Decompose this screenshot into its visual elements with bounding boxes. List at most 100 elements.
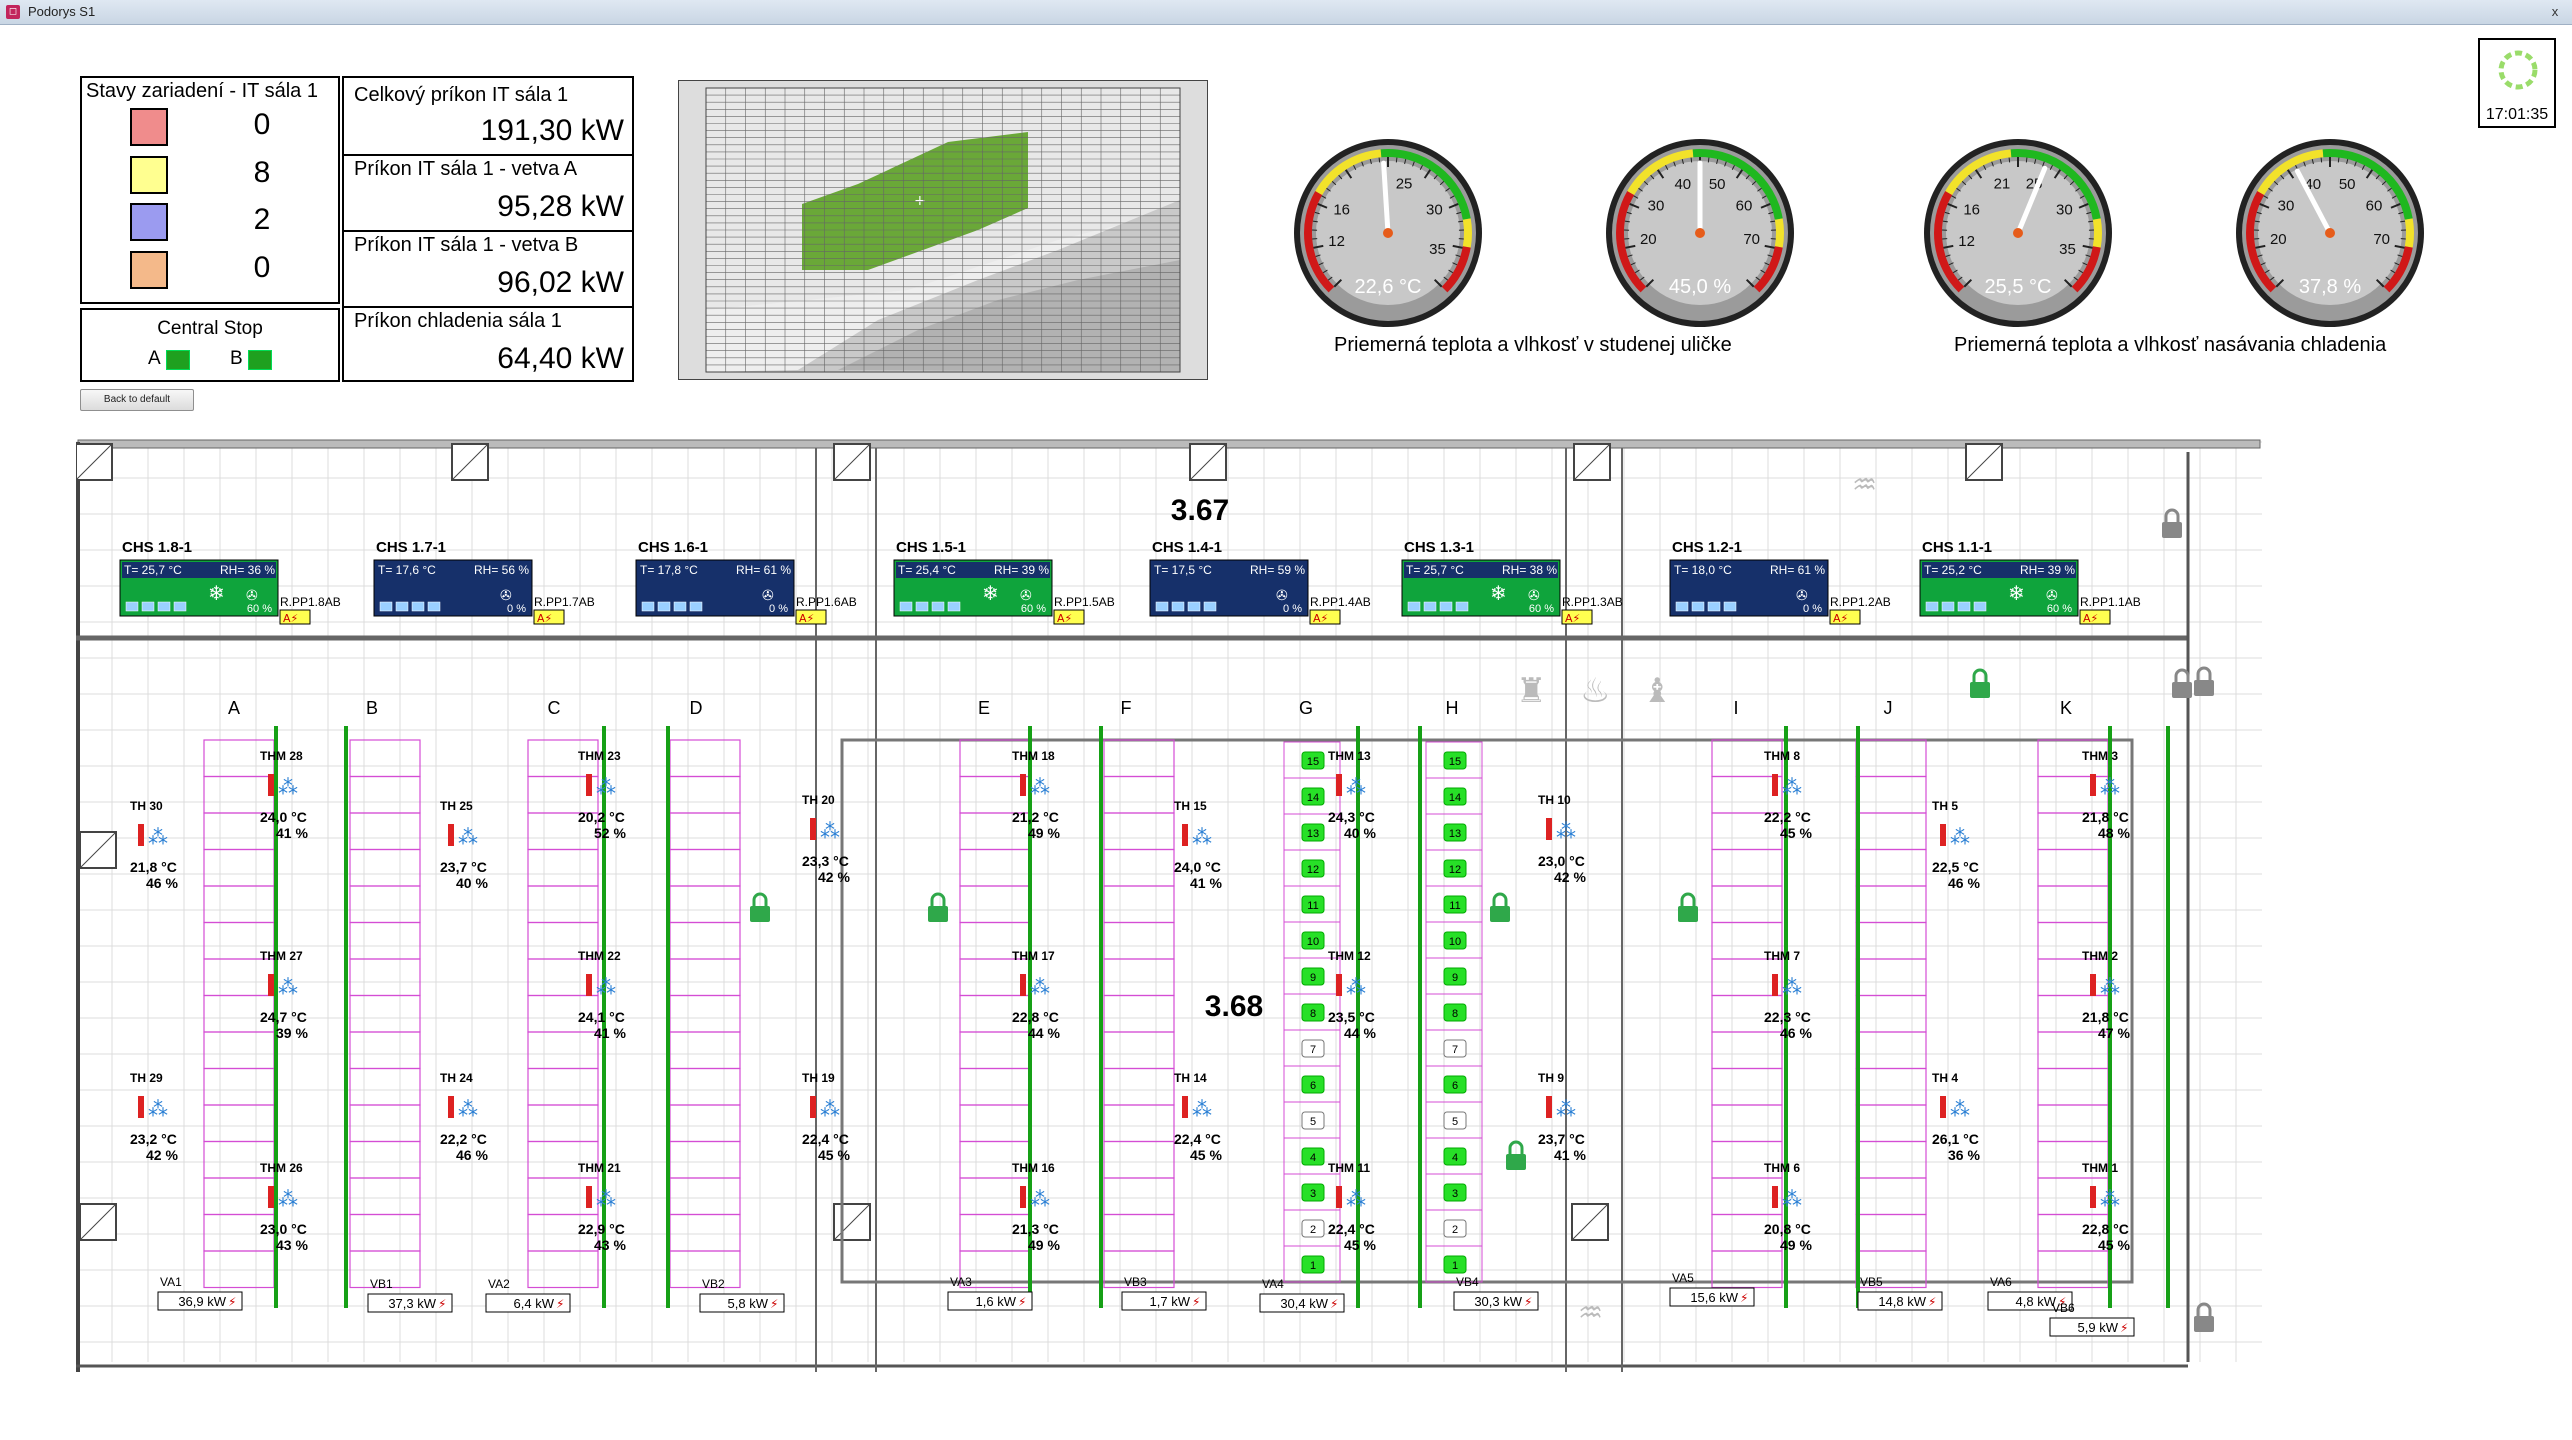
sensor-temperature: 24,1 °C xyxy=(578,1009,625,1025)
chs-fan-indicator xyxy=(1455,601,1469,612)
rack-number: 5 xyxy=(1452,1116,1458,1128)
sensor-humidity: 49 % xyxy=(1028,825,1060,841)
gauge-tick xyxy=(2268,187,2273,192)
sensor-humidity: 49 % xyxy=(1028,1237,1060,1253)
power-separator xyxy=(344,306,632,308)
lock-shackle xyxy=(1972,668,1988,682)
humidity-drops-icon: ⁂ xyxy=(596,1187,616,1211)
chs-fan-indicator xyxy=(427,601,441,612)
gauge-tick xyxy=(1760,202,1771,209)
gauge-tick-label: 12 xyxy=(1328,233,1345,250)
rack-cabinet xyxy=(203,958,275,997)
wall-top xyxy=(77,439,2261,449)
sensor-temperature: 22,4 °C xyxy=(802,1131,849,1147)
rack-status-indicator xyxy=(1301,1039,1325,1058)
gauge-tick-label: 35 xyxy=(1429,241,1446,258)
rack-status-indicator xyxy=(1301,1255,1325,1274)
gauge-tick-label: 40 xyxy=(1674,176,1691,193)
chs-unit-humidity: RH= 59 % xyxy=(1250,563,1305,577)
sensor-temperature: 22,9 °C xyxy=(578,1221,625,1237)
rack-cabinet xyxy=(1855,1213,1927,1252)
rack-row xyxy=(669,739,741,1289)
rack-status-indicator xyxy=(1443,1075,1467,1094)
lightning-icon: ⚡ xyxy=(2058,1295,2066,1309)
rack-status-indicator xyxy=(1443,931,1467,950)
central-stop-b-indicator xyxy=(248,350,272,370)
lightning-icon: A⚡ xyxy=(537,612,552,625)
gauge-tick xyxy=(1963,278,1973,288)
sensor-name: THM 23 xyxy=(578,749,621,763)
sensor-name: THM 12 xyxy=(1328,949,1371,963)
floor-grid xyxy=(76,441,2262,1362)
gauge-tick-label: 30 xyxy=(2278,197,2295,214)
heatmap-grid: + xyxy=(678,80,1208,380)
rack-cabinet xyxy=(527,848,599,887)
rack-cabinet xyxy=(2037,1177,2109,1216)
sensor-humidity: 45 % xyxy=(1344,1237,1376,1253)
rack-cabinet xyxy=(349,739,421,778)
chs-fan-indicator xyxy=(931,601,945,612)
back-to-default-button[interactable]: Back to default xyxy=(80,389,194,411)
gauge-tick xyxy=(2086,211,2092,215)
humidity-drops-icon: ⁂ xyxy=(458,825,478,849)
column-pillar-hatch xyxy=(76,443,113,481)
rack-cabinet xyxy=(1103,1177,1175,1216)
gauge-tick xyxy=(1313,244,1324,249)
rack-number: 10 xyxy=(1307,936,1319,948)
temperature-humidity-sensor: THM 22⁂24,1 °C41 % xyxy=(578,949,626,1041)
close-button[interactable]: x xyxy=(2551,4,2559,19)
gauge-tick-label: 30 xyxy=(1648,197,1665,214)
gauge-tick xyxy=(1947,202,1958,209)
gauge-tick-label: 30 xyxy=(2056,201,2073,218)
humidity-drops-icon: ⁂ xyxy=(278,775,298,799)
gauge-needle xyxy=(2294,168,2333,236)
humidity-drops-icon: ⁂ xyxy=(1192,825,1212,849)
pdu-name: VB6 xyxy=(2052,1301,2075,1315)
gauge-tick xyxy=(1328,276,1333,281)
chs-power-panel-name: R.PP1.8AB xyxy=(280,595,341,609)
gauge-tick-label: 25 xyxy=(1396,176,1413,193)
rack-cabinet xyxy=(1103,1213,1175,1252)
rack-number: 8 xyxy=(1452,1008,1458,1020)
gauge-tick xyxy=(1643,181,1649,186)
rack-cabinet xyxy=(203,1250,275,1289)
rack-cabinet xyxy=(1855,885,1927,924)
pdu-value-box xyxy=(947,1291,1033,1311)
chs-fan-indicator xyxy=(1423,601,1437,612)
rack-number: 13 xyxy=(1307,828,1319,840)
pdu-value-box xyxy=(1987,1291,2073,1311)
sensor-humidity: 43 % xyxy=(594,1237,626,1253)
gauge-tick-label: 21 xyxy=(1994,176,2011,193)
lock-icon xyxy=(2162,508,2182,538)
thermometer-icon xyxy=(268,774,274,796)
chs-power-panel-name: R.PP1.2AB xyxy=(1830,595,1891,609)
gauge-tick xyxy=(1943,244,1954,249)
rack-cabinet xyxy=(669,848,741,887)
rack-status-indicator xyxy=(1301,859,1325,878)
gauge-tick xyxy=(2400,220,2406,223)
chs-power-panel-name: R.PP1.3AB xyxy=(1562,595,1623,609)
column-pillar-hatch xyxy=(1189,443,1227,481)
chs-unit-percent: 60 % xyxy=(247,603,272,615)
chs-fan-indicator xyxy=(899,601,913,612)
rack-cabinet xyxy=(349,1067,421,1106)
rack-cabinet xyxy=(669,1140,741,1179)
loading-spinner-icon xyxy=(2498,50,2538,90)
rack-cabinet xyxy=(959,885,1031,924)
row-label: J xyxy=(1884,698,1893,718)
gauge-needle xyxy=(2015,165,2048,236)
gauge-tick xyxy=(2394,262,2400,266)
status-critical-count: 0 xyxy=(253,108,271,141)
clock-panel: 17:01:35 xyxy=(2478,38,2556,128)
sensor-humidity: 48 % xyxy=(2098,825,2130,841)
chs-unit-temperature: T= 17,8 °C xyxy=(640,563,698,577)
temperature-humidity-sensor: THM 23⁂20,2 °C52 % xyxy=(578,749,626,841)
humidity-drops-icon: ⁂ xyxy=(148,825,168,849)
gauge-tick xyxy=(1656,169,1665,179)
chs-unit-humidity: RH= 38 % xyxy=(1502,563,1557,577)
rack-cabinet xyxy=(1855,994,1927,1033)
lightning-icon: ⚡ xyxy=(228,1295,236,1309)
